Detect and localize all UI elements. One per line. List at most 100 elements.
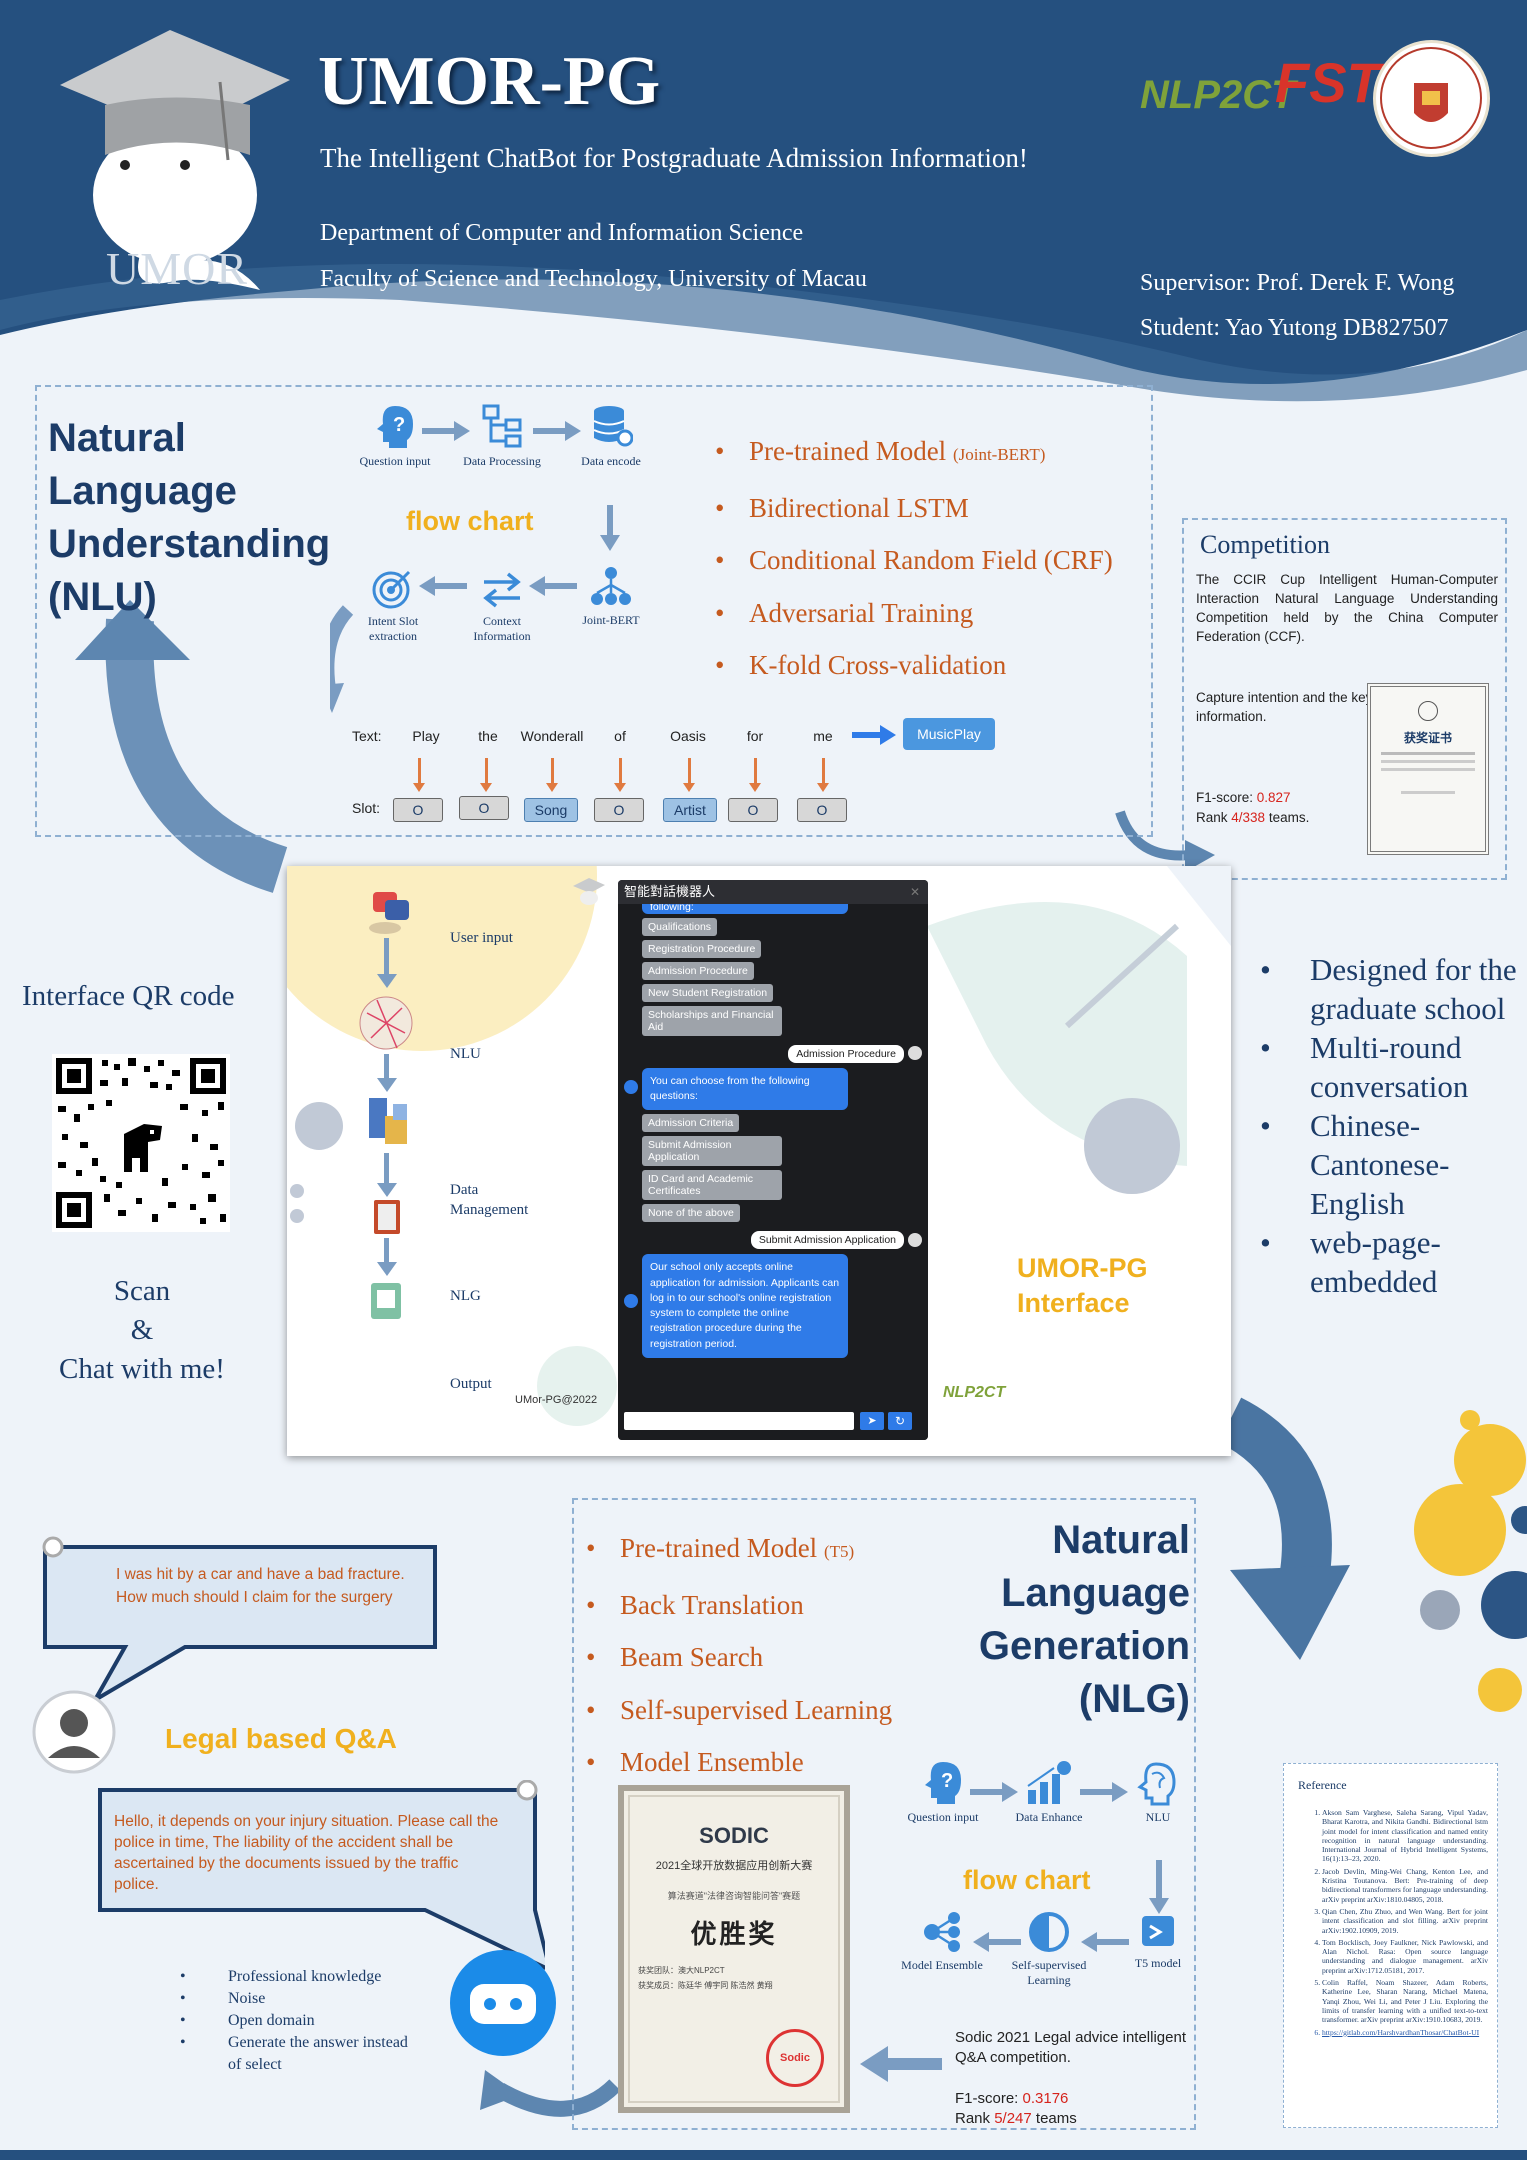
pipeline-step: Output	[450, 1376, 492, 1392]
reference-frame	[1283, 1763, 1498, 2128]
token: the	[478, 728, 498, 744]
question-input-node: ? Question input	[350, 402, 440, 469]
interface-decor	[287, 866, 1231, 1426]
reference-item: Tom Bocklisch, Joey Faulkner, Nick Pawlo…	[1322, 1938, 1488, 1975]
chat-input-row: ➤ ↻	[618, 1402, 928, 1440]
intent-arrow	[852, 725, 896, 745]
nlg-flow-arrows	[970, 1782, 1169, 1952]
supervisor: Supervisor: Prof. Derek F. Wong	[1140, 270, 1455, 296]
user-message: Admission Procedure	[788, 1045, 904, 1063]
close-icon[interactable]: ✕	[909, 885, 920, 899]
reference-item: Akson Sam Varghese, Saleha Sarang, Vipul…	[1322, 1808, 1488, 1864]
token: Oasis	[670, 728, 706, 744]
token: me	[813, 728, 833, 744]
nlu-title: Natural Language Understanding (NLU)	[48, 416, 331, 619]
um-logo	[1373, 40, 1490, 157]
competition-title: Competition	[1200, 530, 1330, 559]
interface-screenshot: User input NLU Data Management NLG Outpu…	[287, 866, 1231, 1456]
network-people-icon	[591, 567, 631, 605]
nlu-tech-item: Bidirectional LSTM	[715, 482, 1113, 535]
slot-arrow	[546, 758, 558, 792]
token: for	[746, 728, 764, 744]
chat-input[interactable]	[624, 1412, 854, 1430]
slot-arrow	[614, 758, 626, 792]
option-chip[interactable]: Submit Admission Application	[642, 1136, 782, 1167]
legal-question: I was hit by a car and have a bad fractu…	[116, 1566, 405, 1606]
nlu-tech-item: Conditional Random Field (CRF)	[715, 534, 1113, 587]
pipeline-step: Data Management	[450, 1182, 529, 1218]
data-processing-node: Data Processing	[457, 402, 547, 469]
intent-badge: MusicPlay	[903, 718, 995, 750]
nlg-tech-item: Self-supervised Learning	[586, 1684, 892, 1737]
question-input-node: ? Question input	[898, 1758, 988, 1825]
feature-item: web-page-embedded	[1260, 1223, 1520, 1301]
token: Wonderall	[520, 728, 584, 744]
slot-arrow	[817, 758, 829, 792]
option-chip[interactable]: Admission Criteria	[642, 1114, 740, 1133]
department: Department of Computer and Information S…	[320, 220, 804, 246]
um-seal-icon	[1380, 47, 1482, 149]
qr-code-icon[interactable]	[52, 1054, 230, 1232]
hierarchy-icon	[924, 1912, 960, 1952]
option-chip[interactable]: New Student Registration	[642, 984, 774, 1002]
question-head-icon: ?	[925, 1762, 961, 1804]
slot-arrow	[413, 758, 425, 792]
user-avatar-icon	[908, 1046, 922, 1061]
nlg-tech-item: Model Ensemble	[586, 1736, 892, 1789]
answer-bubble	[98, 1780, 545, 1970]
competition-capture: Capture intention and the key informatio…	[1196, 690, 1373, 724]
slot-label: Slot:	[352, 800, 381, 816]
option-chip[interactable]: None of the above	[642, 1204, 740, 1223]
option-chip[interactable]: Scholarships and Financial Aid	[642, 1006, 782, 1036]
exchange-arrows-icon	[483, 572, 521, 608]
legal-points: •Professional knowledge •Noise •Open dom…	[180, 1966, 420, 2076]
growth-chart-icon	[1027, 1761, 1071, 1804]
feature-item: Designed for the graduate school	[1260, 950, 1520, 1028]
option-chip[interactable]: Admission Procedure	[642, 962, 754, 980]
competition-f1: F1-score: 0.827 Rank 4/338 teams.	[1196, 790, 1310, 825]
send-button[interactable]: ➤	[860, 1412, 884, 1430]
svg-text:?: ?	[393, 414, 405, 436]
bot-message: You can choose from the following questi…	[642, 1068, 848, 1111]
feature-item: Multi-round conversation	[1260, 1028, 1520, 1106]
brain-head-icon	[1137, 1762, 1176, 1806]
ccir-certificate: 获奖证书	[1367, 683, 1489, 855]
half-circle-icon	[1029, 1912, 1069, 1952]
interface-label: UMOR-PG Interface	[1017, 1253, 1148, 1318]
slot-arrow	[749, 758, 761, 792]
question-bubble	[42, 1536, 437, 1705]
bot-message: Our school only accepts online applicati…	[642, 1254, 848, 1358]
feature-list: Designed for the graduate school Multi-r…	[1260, 950, 1520, 1301]
slot-tag: O	[459, 796, 509, 820]
refresh-button[interactable]: ↻	[888, 1412, 912, 1430]
faculty: Faculty of Science and Technology, Unive…	[320, 266, 867, 292]
option-chip[interactable]: Registration Procedure	[642, 940, 762, 958]
nlu-frame	[35, 385, 1153, 837]
reference-item: Colin Raffel, Noam Shazeer, Adam Roberts…	[1322, 1978, 1488, 2024]
nlp2ct-logo: NLP2CT	[1140, 73, 1296, 117]
t5-model-node: T5 model	[1113, 1912, 1203, 1971]
chat-header: 智能對話機器人 ✕	[618, 880, 928, 904]
qr-title: Interface QR code	[22, 980, 235, 1012]
nlg-tech-list: Pre-trained Model (T5) Back Translation …	[586, 1522, 892, 1789]
slot-tag: Song	[524, 798, 578, 822]
nlg-tech-item: Pre-trained Model (T5)	[586, 1522, 892, 1579]
nlu-tech-item: Pre-trained Model (Joint-BERT)	[715, 425, 1113, 482]
target-icon	[372, 570, 411, 609]
reference-link[interactable]: https://gitlab.com/HarshvardhanThosar/Ch…	[1322, 2028, 1488, 2037]
nlg-competition: Sodic 2021 Legal advice intelligent Q&A …	[955, 2029, 1186, 2066]
self-supervised-node: Self-supervised Learning	[1004, 1910, 1094, 1988]
option-chip[interactable]: ID Card and Academic Certificates	[642, 1170, 782, 1201]
joint-bert-node: Joint-BERT	[566, 565, 656, 628]
flow-tree-icon	[482, 404, 522, 448]
feature-item: Chinese-Cantonese-English	[1260, 1106, 1520, 1223]
fst-logo: FST	[1275, 51, 1381, 114]
option-chip[interactable]: Qualifications	[642, 918, 718, 936]
result-arrow	[860, 2046, 942, 2082]
nlg-frame	[572, 1498, 1196, 2130]
competition-frame	[1182, 518, 1507, 880]
page-title: UMOR-PG	[318, 43, 661, 120]
legal-point: •Noise	[180, 1990, 266, 2007]
token: of	[614, 728, 626, 744]
